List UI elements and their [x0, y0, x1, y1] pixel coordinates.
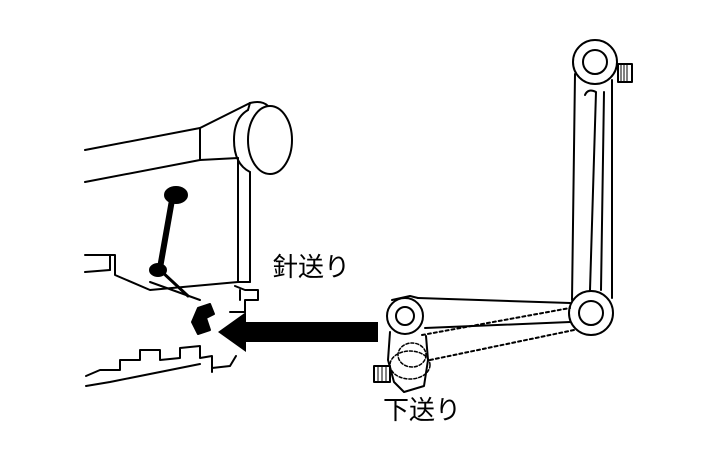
bottom-feed-label: 下送り	[383, 396, 462, 426]
needle-feed-label: 針送り	[272, 253, 351, 283]
sewing-machine-head	[84, 101, 293, 387]
feed-lever-assembly	[373, 39, 633, 393]
feed-arrow-icon	[218, 312, 378, 352]
